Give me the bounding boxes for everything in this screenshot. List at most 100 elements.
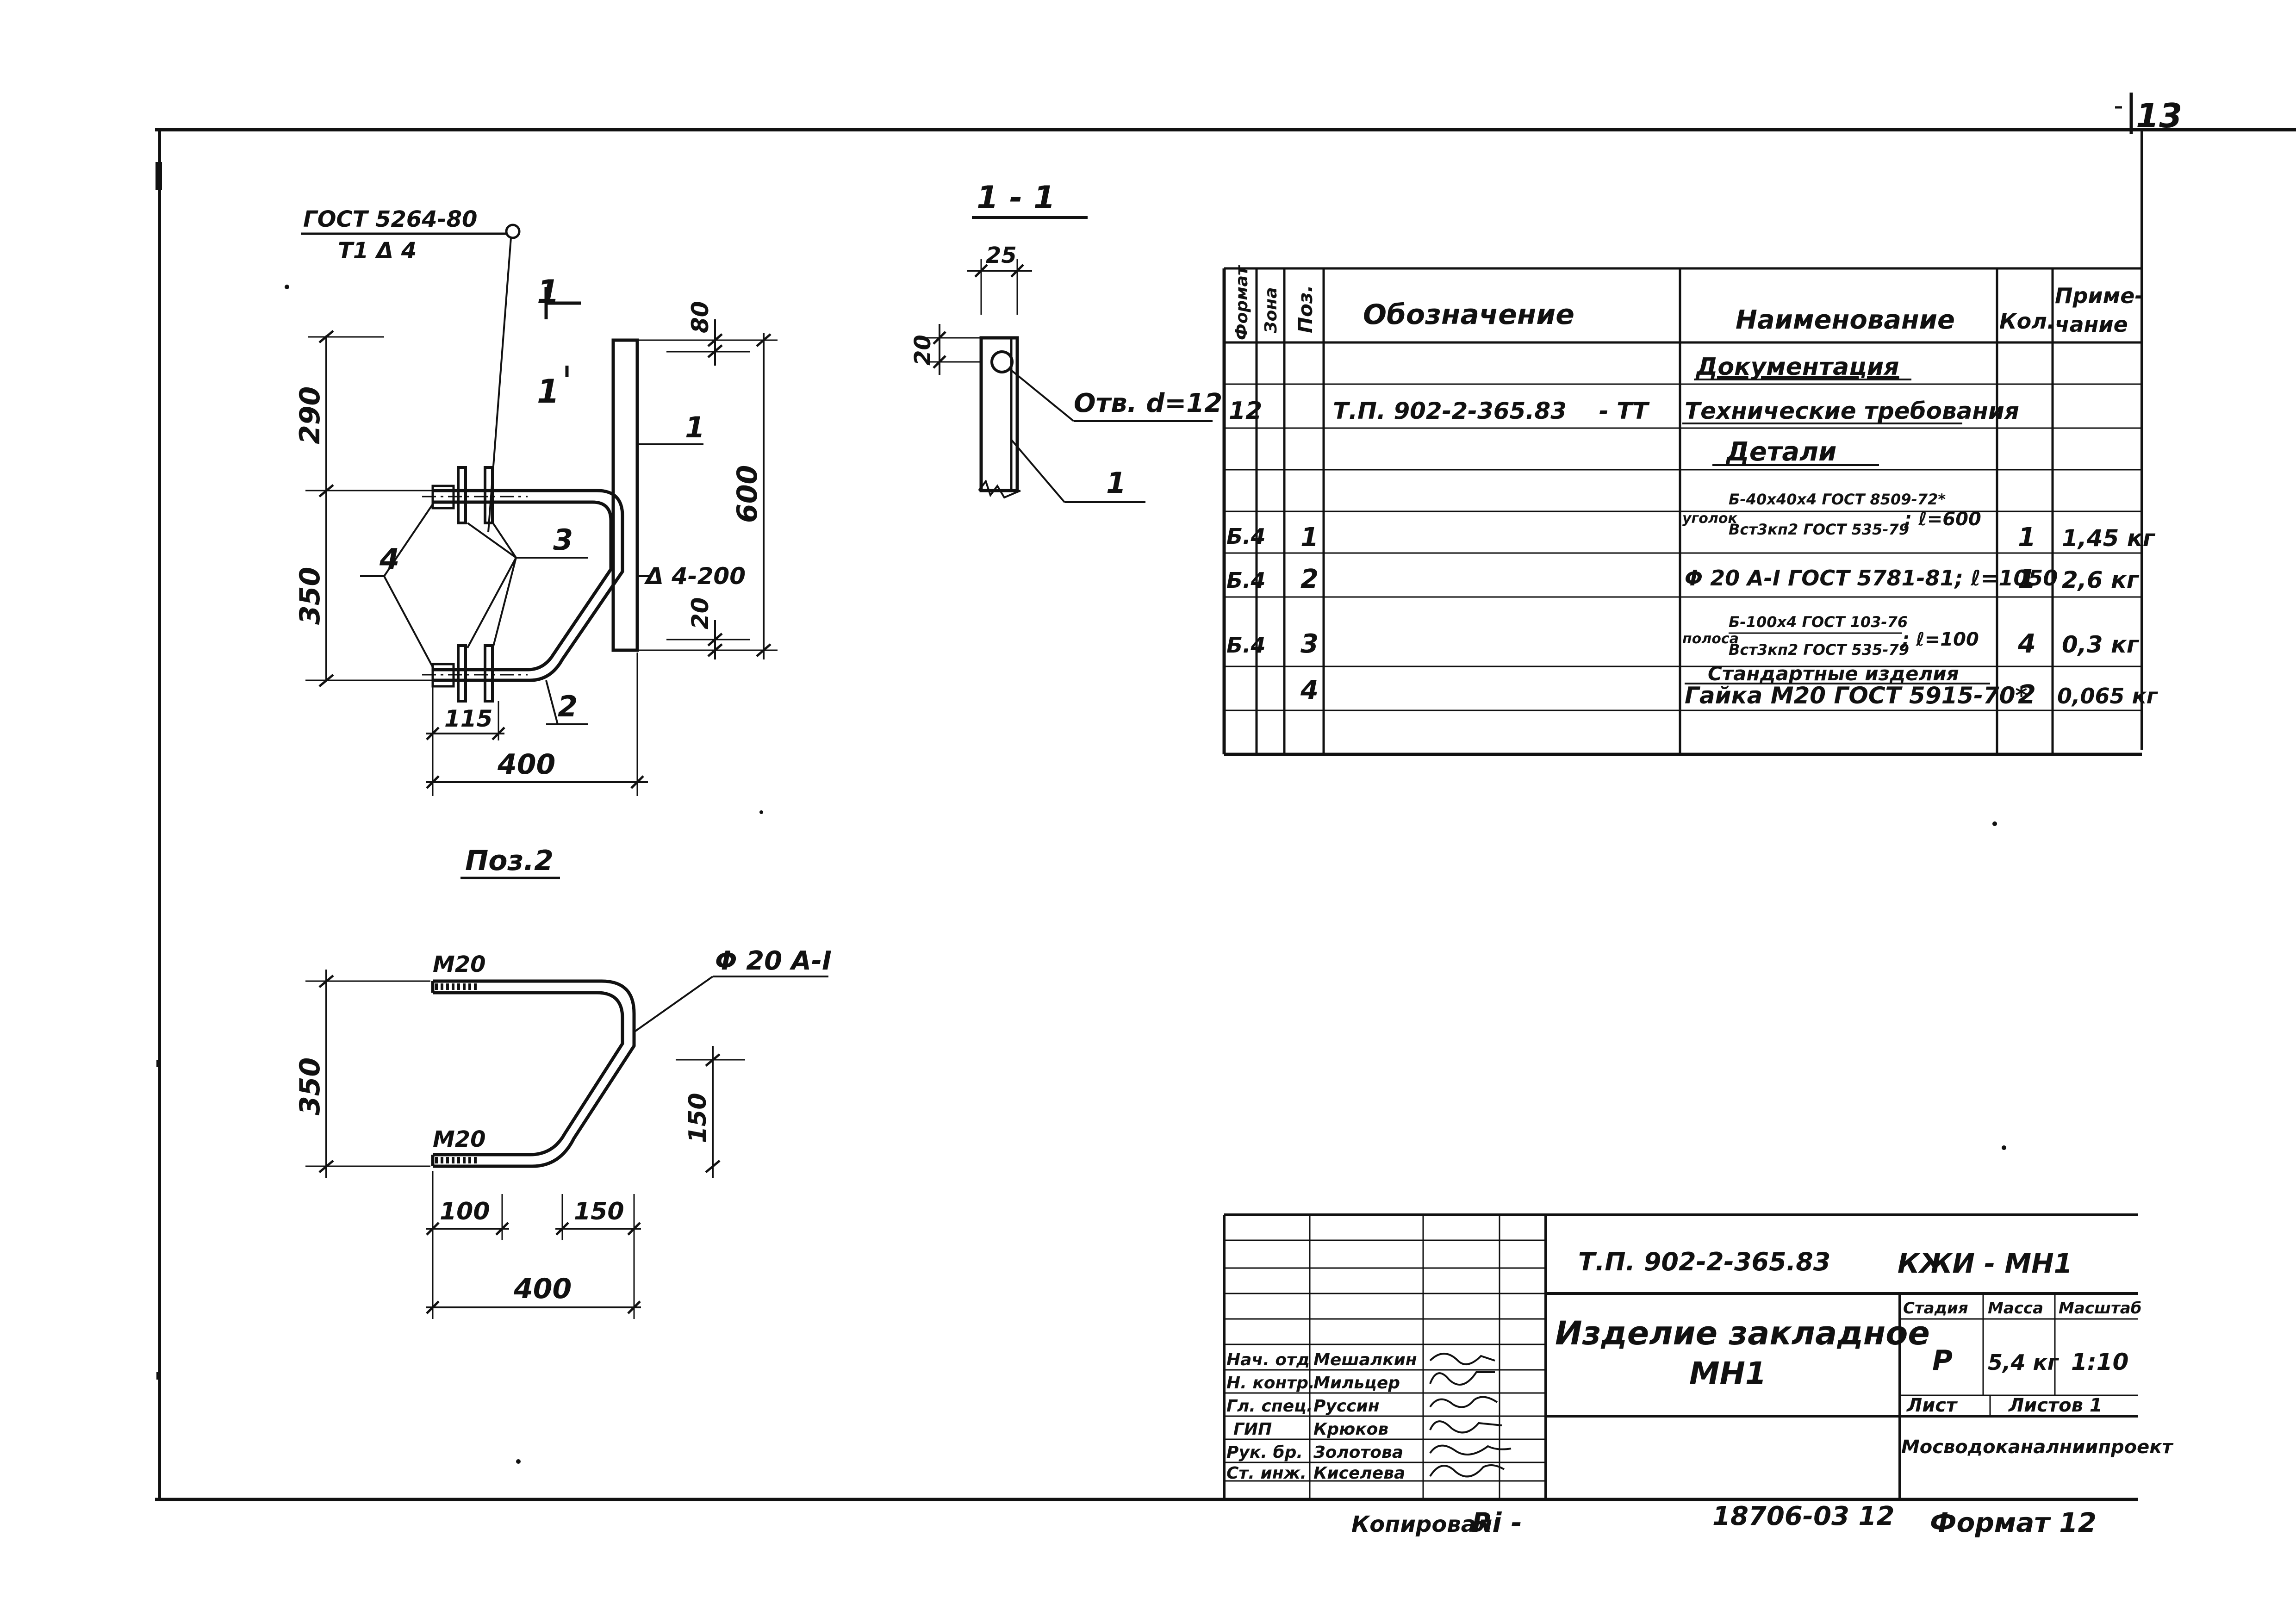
sheet-frame (155, 128, 2296, 1501)
sig-name: Крюков (1313, 1420, 1388, 1439)
angle-plate (611, 338, 639, 652)
pos2-dim-150h: 150 (574, 1198, 624, 1225)
handwritten-signatures (1429, 1353, 1512, 1478)
row3-note: 0,3 кг (2062, 631, 2140, 658)
dim-350: 350 (294, 567, 326, 625)
hdr-note: Приме-чание (2055, 283, 2144, 337)
row3-name-top: Б-100х4 ГОСТ 103-76 (1729, 613, 1908, 631)
section-title: 1 - 1 (977, 180, 1055, 216)
sig-role: ГИП (1233, 1420, 1272, 1439)
row-details-heading: Детали (1725, 437, 1836, 467)
row1-name-top: Б-40х40х4 ГОСТ 8509-72* (1729, 491, 1946, 508)
pos-4-label: 4 (379, 542, 399, 576)
sig-role: Нач. отд (1226, 1350, 1310, 1369)
bent-rod (433, 489, 624, 682)
tb-scale-header: Масштаб (2059, 1299, 2141, 1318)
sig-role: Ст. инж. (1226, 1464, 1307, 1483)
row4-qty: 2 (2018, 680, 2036, 710)
signature-list: Нач. отд Мешалкин Н. контр. Мильцер Гл. … (1226, 1350, 1417, 1483)
row-tt-name: Технические требования (1685, 398, 2019, 424)
tb-mass-header: Масса (1988, 1299, 2043, 1318)
section-mark-top: 1 (537, 273, 560, 311)
tb-sheet-label: Лист (1906, 1395, 1958, 1416)
pos-3-label: 3 (553, 523, 573, 557)
row4-pos: 4 (1300, 675, 1319, 705)
hole-label: Отв. d=12 (1074, 388, 1222, 418)
pos2-dim-150v: 150 (684, 1093, 712, 1143)
tb-organization: Мосводоканалниипроект (1901, 1436, 2174, 1458)
thread-bottom: М20 (433, 1126, 486, 1152)
footer: Копировал: Ri - 18706-03 12 Формат 12 (1351, 1501, 2097, 1538)
bottom-plate-b (484, 644, 494, 703)
row2-pos: 2 (1300, 564, 1319, 594)
hdr-pos: Поз. (1294, 285, 1317, 333)
scan-specks (156, 285, 2006, 1464)
dim-290: 290 (294, 386, 326, 444)
tb-stage-header: Стадия (1903, 1299, 1968, 1318)
tb-title-line2: МН1 (1689, 1356, 1767, 1391)
bottom-plate-a (457, 644, 467, 703)
dim-80: 80 (687, 301, 714, 333)
top-plate-a (457, 466, 467, 524)
sig-role: Н. контр. (1226, 1374, 1315, 1393)
thread-top: М20 (433, 951, 486, 977)
top-plate-b (484, 466, 494, 524)
section-pos-1: 1 (1106, 466, 1126, 500)
tb-mass: 5,4 кг (1988, 1350, 2060, 1375)
pos2-dim-350: 350 (294, 1057, 326, 1115)
footer-archive: 18706-03 12 (1712, 1501, 1894, 1531)
weld-standard-label: ГОСТ 5264-80 (303, 206, 477, 232)
row-tt-format: 12 (1229, 397, 1262, 425)
row1-pos: 1 (1300, 522, 1319, 553)
hdr-qty: Кол. (1999, 309, 2055, 334)
tb-stage: Р (1932, 1344, 1953, 1377)
sig-name: Мильцер (1313, 1374, 1400, 1393)
tb-sheets-label: Листов 1 (2008, 1395, 2103, 1416)
section-cut-marks: 1 1 (537, 273, 581, 410)
section-mark-bottom: 1 (537, 373, 560, 410)
row3-pos: 3 (1300, 629, 1319, 659)
row2-note: 2,6 кг (2062, 566, 2140, 593)
row1-note: 1,45 кг (2062, 525, 2156, 552)
row1-suffix: ; ℓ=600 (1904, 509, 1981, 530)
weld-symbol-label: Т1 Δ 4 (338, 238, 417, 264)
dim-600: 600 (731, 465, 764, 523)
spec-table: Формат Зона Поз. Обозначение Наименовани… (1222, 265, 2159, 756)
hdr-format: Формат (1232, 265, 1251, 340)
tb-doc-number: Т.П. 902-2-365.83 (1578, 1247, 1830, 1276)
pos2-rod (433, 979, 636, 1168)
weld-note: Δ 4-200 (644, 563, 746, 590)
hdr-zone: Зона (1262, 287, 1281, 334)
bar-label: Φ 20 А-I (715, 946, 832, 976)
footer-copied-sign: Ri - (1472, 1507, 1522, 1538)
sig-name: Золотова (1313, 1443, 1403, 1462)
pos2-view: Поз.2 М20 М20 Φ 20 А-I 350 150 10 (294, 845, 832, 1319)
sig-name: Мешалкин (1313, 1350, 1417, 1369)
row-std-heading: Стандартные изделия (1708, 662, 1959, 685)
row1-qty: 1 (2018, 522, 2036, 553)
row3-name-bottom: Вст3кп2 ГОСТ 535-79 (1729, 641, 1909, 659)
footer-copied: Копировал: (1351, 1511, 1501, 1537)
sig-name: Киселева (1313, 1464, 1405, 1483)
section-dim-25: 25 (986, 243, 1017, 268)
sig-role: Рук. бр. (1226, 1443, 1303, 1462)
row1-name-bottom: Вст3кп2 ГОСТ 535-79 (1729, 521, 1909, 538)
pos-2-label: 2 (558, 690, 578, 723)
row2-format: Б.4 (1226, 568, 1266, 593)
tb-title-line1: Изделие закладное (1555, 1314, 1930, 1352)
row3-suffix: ; ℓ=100 (1901, 629, 1979, 650)
tb-scale: 1:10 (2071, 1349, 2128, 1375)
row3-qty: 4 (2017, 629, 2036, 659)
dim-20: 20 (687, 597, 714, 629)
pos2-title: Поз.2 (465, 845, 554, 877)
section-dim-20: 20 (910, 335, 936, 366)
row-doc-heading: Документация (1695, 353, 1899, 381)
sig-name: Руссин (1313, 1397, 1380, 1416)
title-block: Т.П. 902-2-365.83 КЖИ - МН1 Изделие закл… (1223, 1213, 2174, 1499)
row4-note: 0,065 кг (2057, 684, 2159, 709)
row-tt-designation: Т.П. 902-2-365.83 (1333, 398, 1567, 424)
tb-code: КЖИ - МН1 (1898, 1248, 2072, 1279)
hdr-name: Наименование (1736, 305, 1955, 335)
main-view: ГОСТ 5264-80 Т1 Δ 4 1 1 4 (294, 206, 778, 796)
